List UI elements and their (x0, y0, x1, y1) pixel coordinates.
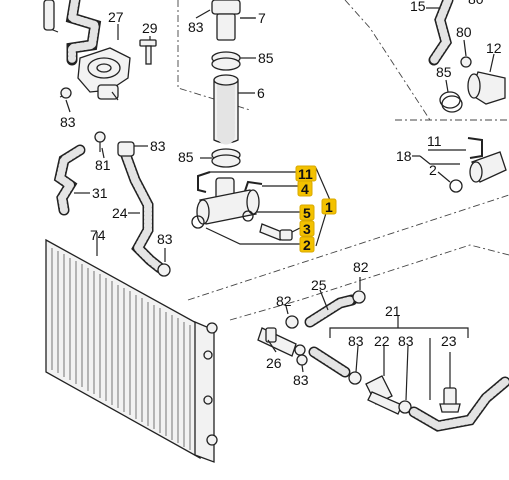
label-83-e: 83 (348, 333, 364, 349)
nut-82-mid[interactable] (285, 305, 299, 329)
label-85-c: 85 (436, 64, 452, 80)
connector-12[interactable] (467, 53, 506, 105)
label-4-highlight: 4 (301, 181, 309, 197)
label-83-a: 83 (188, 19, 204, 35)
label-80-top: 80 (468, 0, 484, 7)
label-18: 18 (396, 148, 412, 164)
label-25: 25 (311, 277, 327, 293)
clamp-85-top[interactable] (211, 51, 241, 71)
nut-83-lower[interactable] (157, 263, 171, 277)
clip-11[interactable] (197, 171, 211, 193)
label-85-a: 85 (258, 50, 274, 66)
highlight-3 (299, 220, 315, 237)
label-24: 24 (112, 205, 128, 221)
label-85-b: 85 (178, 149, 194, 165)
label-83-c: 83 (150, 138, 166, 154)
clip-81[interactable] (94, 131, 106, 152)
nut-83-pipe-a[interactable] (348, 345, 362, 385)
label-11-right: 11 (427, 133, 442, 149)
hose-21-b[interactable] (408, 338, 509, 432)
nut-83-left[interactable] (59, 87, 72, 99)
connector-18[interactable] (419, 151, 507, 183)
clamp-85-bottom[interactable] (211, 148, 241, 168)
o-ring-5[interactable] (242, 210, 254, 222)
clamp-85-right[interactable] (439, 91, 463, 113)
label-29: 29 (142, 20, 158, 36)
hose-31[interactable] (53, 144, 86, 216)
label-31: 31 (92, 185, 108, 201)
connector-26[interactable] (257, 327, 306, 357)
nut-80[interactable] (460, 56, 472, 68)
label-2-right: 2 (429, 162, 437, 178)
screw-29[interactable] (139, 39, 157, 65)
hose-21-a[interactable] (308, 346, 351, 378)
part-labels: 27 29 83 7 85 6 83 83 85 81 31 24 74 83 … (60, 0, 502, 388)
o-ring-left[interactable] (191, 215, 205, 229)
flange-7[interactable] (211, 0, 255, 41)
label-5-highlight: 5 (303, 205, 311, 221)
nut-82-right[interactable] (352, 277, 366, 304)
label-83-g: 83 (293, 372, 309, 388)
label-6: 6 (257, 85, 265, 101)
label-83-b: 83 (60, 114, 76, 130)
pipe-22[interactable] (365, 346, 403, 415)
label-11-highlight: 11 (298, 166, 313, 182)
label-21: 21 (385, 303, 401, 319)
connector-1[interactable] (196, 177, 260, 225)
label-7: 7 (258, 10, 266, 26)
highlight-5 (299, 204, 315, 221)
highlight-2 (299, 236, 315, 253)
label-leaders (65, 7, 467, 262)
label-1-highlight: 1 (325, 199, 333, 215)
label-80: 80 (456, 24, 472, 40)
label-26: 26 (266, 355, 282, 371)
o-ring-2-right[interactable] (437, 171, 463, 193)
label-27: 27 (108, 9, 124, 25)
hose-15[interactable] (428, 0, 454, 66)
pump-assembly-27[interactable] (65, 0, 131, 101)
label-3-highlight: 3 (303, 221, 311, 237)
clip-11-right[interactable] (428, 137, 483, 159)
label-82-a: 82 (353, 259, 369, 275)
sensor-23[interactable] (439, 352, 461, 413)
label-83-d: 83 (157, 231, 173, 247)
label-74: 74 (90, 227, 106, 243)
label-82-b: 82 (276, 293, 292, 309)
hose-24[interactable] (117, 141, 166, 274)
radiator-74[interactable] (45, 232, 218, 463)
label-15: 15 (410, 0, 426, 14)
clip-top-left[interactable] (43, 0, 59, 33)
hose-6[interactable] (213, 74, 239, 145)
bracket-21 (329, 316, 469, 338)
label-12: 12 (486, 40, 502, 56)
label-22: 22 (374, 333, 390, 349)
radiator-fins (51, 248, 191, 450)
nut-83-pipe-b[interactable] (398, 345, 412, 414)
label-23: 23 (441, 333, 457, 349)
hose-25[interactable] (304, 289, 358, 328)
highlight-1 (321, 198, 337, 215)
highlight-4 (297, 180, 313, 197)
label-81: 81 (95, 157, 111, 173)
sensor-3[interactable] (259, 223, 293, 241)
label-83-f: 83 (398, 333, 414, 349)
label-2-highlight: 2 (303, 237, 311, 253)
nut-83-bottom[interactable] (296, 354, 308, 373)
